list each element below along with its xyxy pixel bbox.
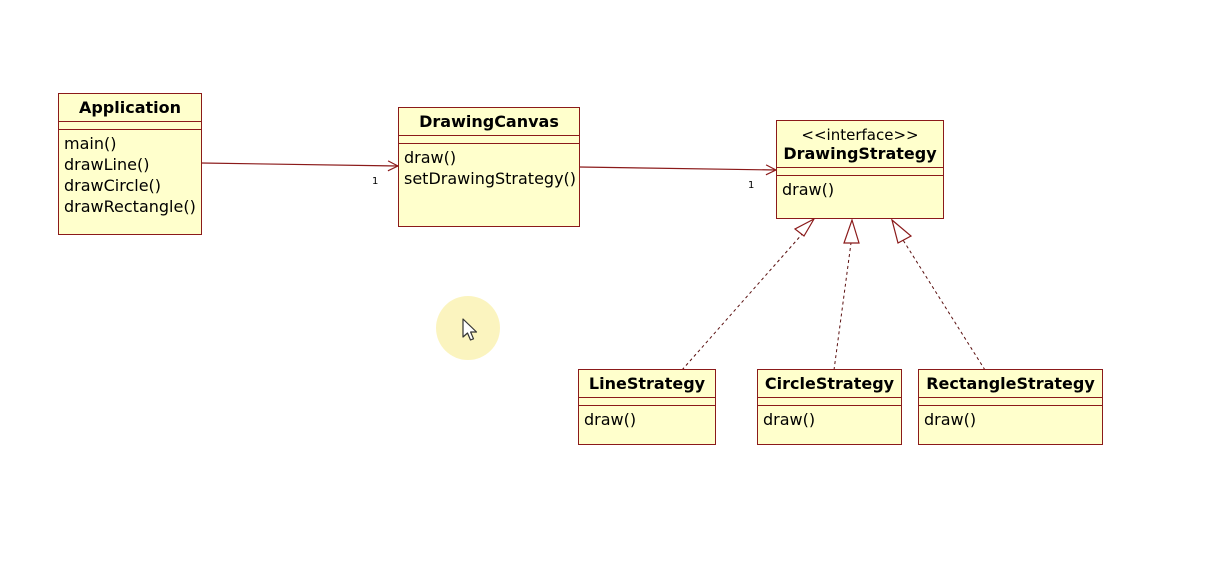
class-header: CircleStrategy [758,370,901,398]
operation-draw-circle: drawCircle() [64,176,162,195]
attributes-compartment [399,136,579,144]
class-header: <<interface>> DrawingStrategy [777,121,943,168]
class-header: LineStrategy [579,370,715,398]
attributes-compartment [579,398,715,406]
class-circle-strategy[interactable]: CircleStrategy draw() [757,369,902,445]
operation-set-drawing-strategy: setDrawingStrategy() [404,169,577,188]
realization-circle-strategy [833,242,852,371]
operation-draw-line: drawLine() [64,155,150,174]
operations-compartment: draw() [919,406,1102,434]
multiplicity-canvas: 1 [372,176,378,187]
attributes-compartment [59,122,201,130]
class-line-strategy[interactable]: LineStrategy draw() [578,369,716,445]
operations-compartment: main() drawLine() drawCircle() drawRecta… [59,130,201,221]
mouse-pointer-icon [462,318,478,341]
realization-triangle-circle-strategy [843,218,860,244]
operation-main: main() [64,134,117,153]
class-header: RectangleStrategy [919,370,1102,398]
operations-compartment: draw() [777,176,943,204]
operation-draw: draw() [404,148,457,167]
attributes-compartment [919,398,1102,406]
operation-draw: draw() [924,410,977,429]
operation-draw: draw() [782,180,835,199]
class-application[interactable]: Application main() drawLine() drawCircle… [58,93,202,235]
attributes-compartment [758,398,901,406]
class-header: Application [59,94,201,122]
class-rectangle-strategy[interactable]: RectangleStrategy draw() [918,369,1103,445]
association-canvas-to-strategy [578,167,776,170]
class-name: Application [78,98,182,117]
realization-triangle-line-strategy [793,217,816,237]
operation-draw: draw() [584,410,637,429]
class-name: CircleStrategy [764,374,895,393]
class-header: DrawingCanvas [399,108,579,136]
operation-draw-rectangle: drawRectangle() [64,197,196,216]
association-application-to-canvas [200,163,398,166]
operation-draw: draw() [763,410,816,429]
realization-rectangle-strategy [902,239,986,371]
class-name: LineStrategy [588,374,706,393]
class-name: RectangleStrategy [926,374,1095,393]
operations-compartment: draw() [758,406,901,434]
class-name: DrawingStrategy [783,144,937,163]
realization-line-strategy [681,231,805,371]
realization-triangle-rectangle-strategy [890,218,913,244]
operations-compartment: draw() setDrawingStrategy() [399,144,579,193]
class-drawing-canvas[interactable]: DrawingCanvas draw() setDrawingStrategy(… [398,107,580,227]
class-name: DrawingCanvas [419,112,559,131]
class-drawing-strategy[interactable]: <<interface>> DrawingStrategy draw() [776,120,944,219]
operations-compartment: draw() [579,406,715,434]
attributes-compartment [777,168,943,176]
class-stereotype: <<interface>> [801,126,919,144]
multiplicity-strategy: 1 [748,180,754,191]
